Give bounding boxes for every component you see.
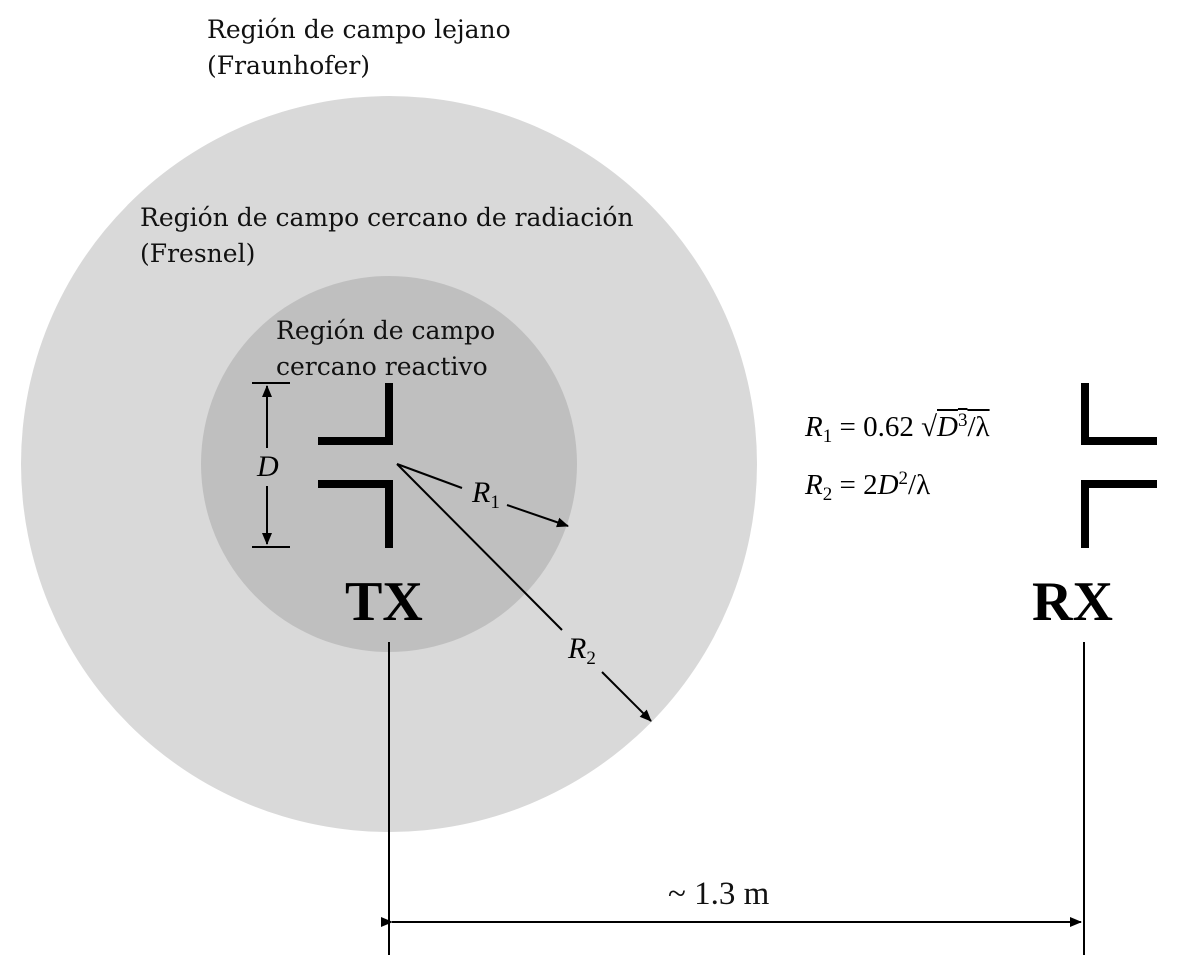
tx-label: TX bbox=[345, 571, 423, 633]
r1-label: R1 bbox=[472, 476, 500, 513]
tx-antenna-icon bbox=[318, 383, 393, 548]
distance-label: ~ 1.3 m bbox=[668, 876, 770, 912]
reactive-near-field-region bbox=[201, 276, 577, 652]
r1-arrow bbox=[396, 463, 569, 528]
r2-label: R2 bbox=[568, 632, 596, 669]
r1-equation: R1 = 0.62 √D3/λ bbox=[805, 410, 990, 447]
rx-antenna-icon bbox=[1081, 383, 1157, 548]
aperture-symbol: D bbox=[257, 450, 279, 483]
sqrt-sign: √ bbox=[921, 411, 937, 443]
far-field-label: Región de campo lejano (Fraunhofer) bbox=[207, 15, 511, 80]
aperture-dimension bbox=[252, 382, 290, 548]
reactive-near-field-label: Región de campo cercano reactivo bbox=[276, 316, 496, 381]
distance-dimension bbox=[381, 642, 1085, 955]
r2-equation: R2 = 2D2/λ bbox=[805, 468, 931, 505]
radiating-near-field-label: Región de campo cercano de radiación (Fr… bbox=[140, 203, 634, 268]
r2-arrow bbox=[396, 463, 652, 722]
rx-label: RX bbox=[1032, 571, 1113, 633]
